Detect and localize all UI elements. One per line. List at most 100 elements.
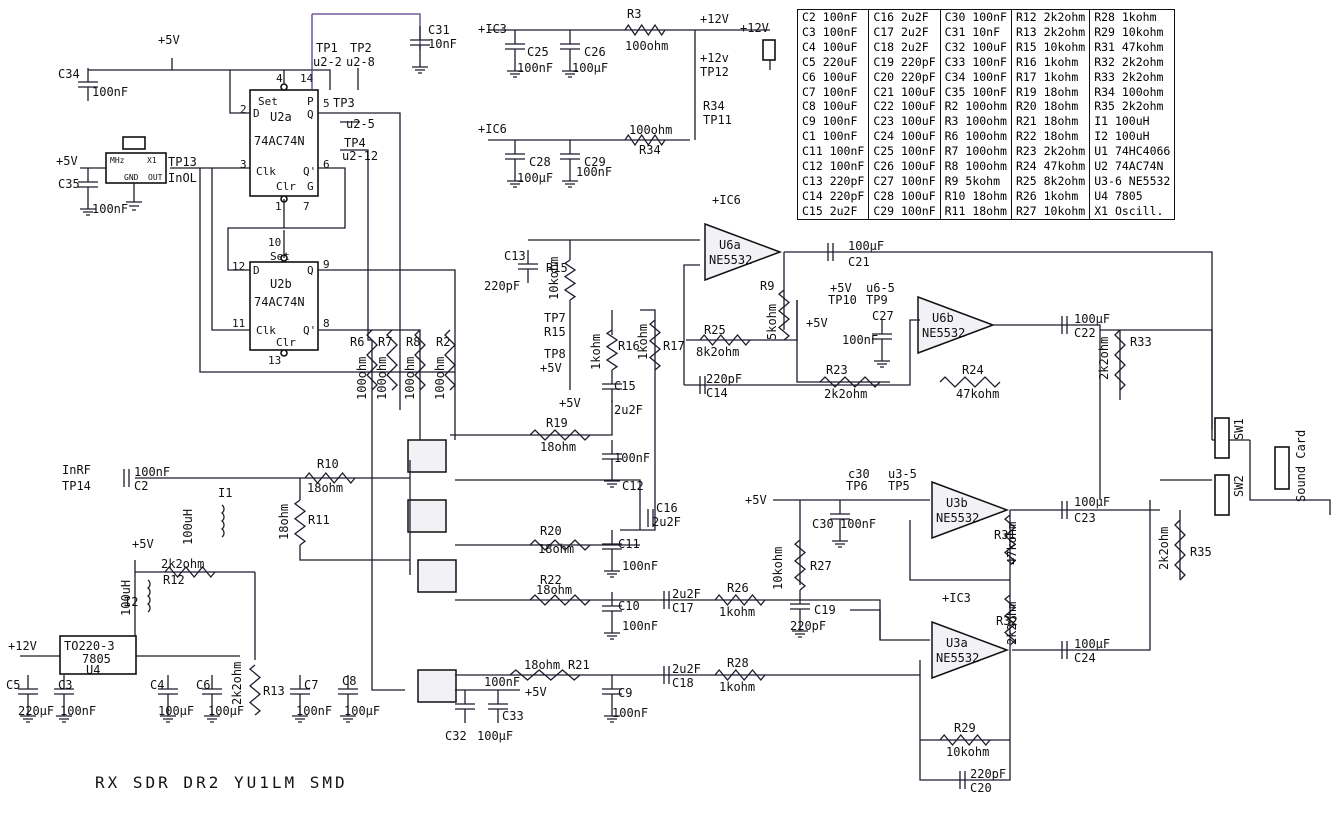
c33-ref: C33 bbox=[502, 709, 524, 723]
c7-value: 100nF bbox=[296, 704, 332, 718]
parts-list-entry: C27 100nF bbox=[873, 173, 936, 188]
resistor-r10: R10 18ohm bbox=[304, 457, 356, 495]
parts-list-entry: R2 100ohm bbox=[944, 99, 1007, 114]
svg-text:11: 11 bbox=[232, 317, 245, 330]
parts-list-entry: C35 100nF bbox=[944, 84, 1007, 99]
parts-list-entry: C23 100uF bbox=[873, 114, 936, 129]
sw2-switch[interactable]: SW2 bbox=[1214, 474, 1246, 516]
r10-ref: R10 bbox=[317, 457, 339, 471]
parts-list-entry: C8 100uF bbox=[802, 99, 858, 114]
parts-list-entry: R13 2k2ohm bbox=[1015, 24, 1086, 39]
analog-switch-u1-section-3 bbox=[417, 559, 457, 593]
c12-ref: C12 bbox=[622, 479, 644, 493]
r35-value: 2k2ohm bbox=[1157, 527, 1171, 570]
u6-ic6: +IC6 bbox=[712, 193, 741, 207]
parts-list-entry: C1 100nF bbox=[802, 129, 858, 144]
parts-list-entry: C2 100nF bbox=[802, 10, 858, 24]
ic3-label: +IC3 bbox=[478, 22, 507, 36]
r34-tp: R34 bbox=[703, 99, 725, 113]
r3-ref: R3 bbox=[627, 7, 641, 21]
parts-list-entry: C7 100nF bbox=[802, 84, 858, 99]
c24-ref: C24 bbox=[1074, 651, 1096, 665]
c2-value: 100nF bbox=[134, 465, 170, 479]
c14-ref: C14 bbox=[706, 386, 728, 400]
i1-ref: I1 bbox=[218, 486, 232, 500]
r34-value: 100ohm bbox=[629, 123, 672, 137]
parts-list-entry: I2 100uH bbox=[1094, 129, 1150, 144]
i2-ref: I2 bbox=[124, 595, 138, 609]
r17-ref: R17 bbox=[663, 339, 685, 353]
r28-value: 1kohm bbox=[719, 680, 755, 694]
r10-value: 18ohm bbox=[307, 481, 343, 495]
c25-ref: C25 bbox=[527, 45, 549, 59]
inrf-label: InRF bbox=[62, 463, 91, 477]
parts-list-entry: C9 100nF bbox=[802, 114, 858, 129]
c8-value: 100µF bbox=[344, 704, 380, 718]
svg-text:3: 3 bbox=[240, 158, 247, 171]
tp2: TP2 bbox=[350, 41, 372, 55]
supply-12v: +12V bbox=[700, 12, 729, 26]
parts-list-entry: C21 100uF bbox=[873, 84, 936, 99]
c35-ref: C35 bbox=[58, 177, 80, 191]
sw1-switch[interactable]: SW1 bbox=[1214, 417, 1246, 459]
parts-list-entry: R25 8k2ohm bbox=[1015, 173, 1086, 188]
u4-ref: U4 bbox=[86, 663, 100, 677]
r24-ref: R24 bbox=[962, 363, 984, 377]
r7-ref: R7 bbox=[378, 335, 392, 349]
parts-list-entry: C26 100uF bbox=[873, 159, 936, 174]
r32-ref: R32 bbox=[996, 614, 1018, 628]
osc-5v: +5V bbox=[56, 154, 78, 168]
parts-list-entry: R33 2k2ohm bbox=[1094, 69, 1164, 84]
r16-value: 1kohm bbox=[589, 334, 603, 370]
tp7: TP7 bbox=[544, 311, 566, 325]
tp9: TP9 bbox=[866, 293, 888, 307]
r29-value: 10kohm bbox=[946, 745, 989, 759]
parts-list-entry: R15 10kohm bbox=[1015, 39, 1086, 54]
parts-list-entry: C3 100nF bbox=[802, 24, 858, 39]
r29-ref: R29 bbox=[954, 721, 976, 735]
parts-list-entry: X1 Oscill. bbox=[1094, 203, 1164, 218]
c32-ref: C32 bbox=[445, 729, 467, 743]
c23-ref: C23 bbox=[1074, 511, 1096, 525]
u3b-ref: U3b bbox=[946, 496, 968, 510]
parts-list-entry: R8 100ohm bbox=[944, 159, 1007, 174]
u2b-body bbox=[249, 261, 319, 351]
c33-value: 100nF bbox=[484, 675, 520, 689]
c4-value: 100µF bbox=[158, 704, 194, 718]
parts-list-entry: R16 1kohm bbox=[1015, 54, 1079, 69]
c26-value: 100µF bbox=[572, 61, 608, 75]
u6a-ref: U6a bbox=[719, 238, 741, 252]
sw2-label: SW2 bbox=[1232, 475, 1246, 497]
osc-mhz: MHz bbox=[110, 156, 125, 165]
resistor-r29: R29 10kohm bbox=[939, 721, 991, 759]
c27-value: 100nF bbox=[842, 333, 878, 347]
c29-value: 100nF bbox=[576, 165, 612, 179]
c6-ref: C6 bbox=[196, 678, 210, 692]
u2b-part: 74AC74N bbox=[254, 295, 305, 309]
c30-ref: C30 bbox=[812, 517, 834, 531]
svg-text:5: 5 bbox=[323, 97, 330, 110]
r8-ref: R8 bbox=[406, 335, 420, 349]
c11-value: 100nF bbox=[622, 559, 658, 573]
